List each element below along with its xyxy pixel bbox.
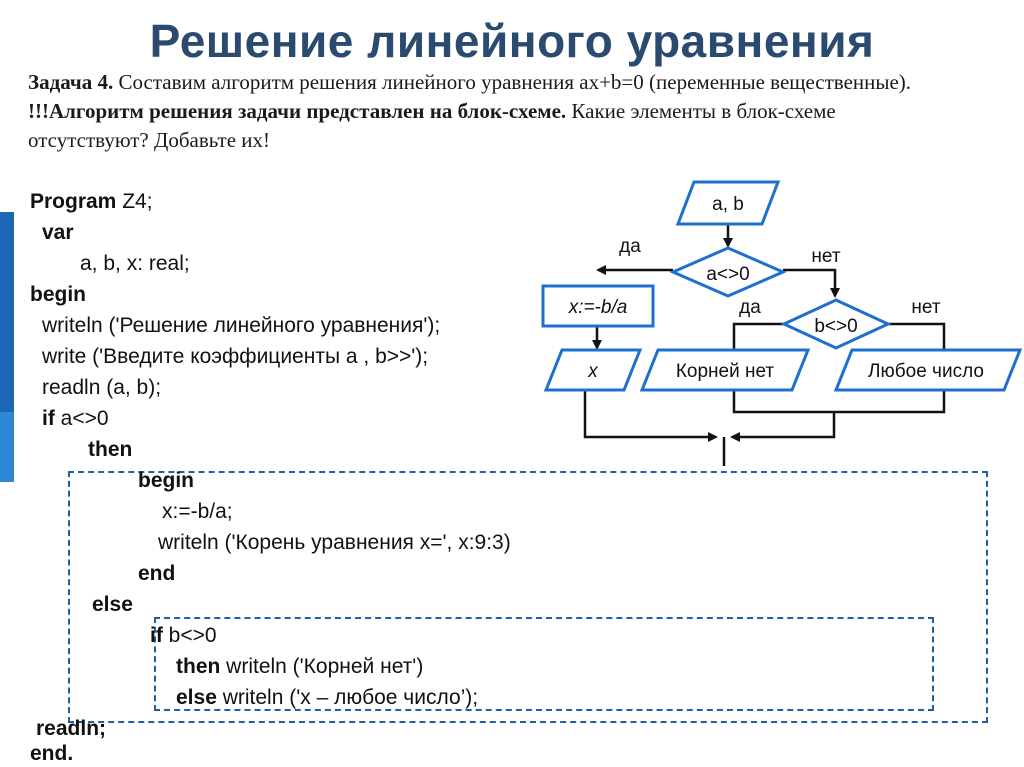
keyword-then: then: [176, 655, 221, 678]
keyword-begin: begin: [30, 283, 86, 306]
code-line-if-a: if a<>0: [42, 406, 109, 432]
cond-b-label: b<>0: [814, 316, 857, 337]
flow-line-cond-b-no: [888, 322, 946, 350]
output-noroots-parallelogram: [639, 348, 811, 392]
code-line-var: var: [42, 220, 74, 246]
code-line-then: then: [88, 437, 132, 463]
code-text: Z4;: [116, 190, 153, 213]
task-hint-bold: !!!Алгоритм решения задачи представлен н…: [28, 99, 567, 123]
code-line-readln-end: readln;: [36, 716, 106, 742]
code-line-end: end.: [30, 741, 73, 767]
output-x-parallelogram: [543, 348, 643, 392]
output-any-parallelogram: [833, 348, 1023, 392]
code-line-assign: x:=-b/a;: [162, 500, 233, 523]
code-line-program: Program Z4;: [30, 189, 153, 215]
flow-line-x-to-merge: [583, 390, 718, 442]
decision-a: [669, 246, 787, 298]
code-line-begin: begin: [30, 282, 86, 308]
page-title: Решение линейного уравнения: [149, 15, 875, 67]
flow-line-cond-a-no: [783, 268, 840, 298]
code-line-inner-begin: begin: [138, 468, 194, 494]
cond-b-no-label: нет: [911, 297, 940, 318]
code-text: b<>0: [162, 624, 217, 647]
flow-line-b-to-merge: [730, 412, 836, 442]
cond-a-no-label: нет: [811, 246, 840, 267]
task-hint: !!!Алгоритм решения задачи представлен н…: [28, 97, 958, 155]
keyword-else: else: [92, 593, 133, 616]
assign-label: x:=-b/a: [568, 297, 628, 318]
cond-a-label: a<>0: [706, 264, 749, 285]
task-description: Задача 4. Составим алгоритм решения лине…: [28, 68, 968, 155]
decision-b: [780, 298, 892, 350]
code-line-write-prompt: write ('Введите коэффициенты a , b>>');: [42, 345, 429, 368]
code-line-writeln-root: writeln ('Корень уравнения х=', x:9:3): [158, 531, 511, 554]
output-any-label: Любое число: [868, 361, 984, 382]
keyword-var: var: [42, 221, 74, 244]
task-hint-rest: Какие элементы в блок-схеме отсутствуют?…: [28, 99, 836, 152]
code-text: writeln ('x – любое число’);: [216, 686, 479, 709]
code-line-else: else: [92, 592, 133, 618]
keyword-begin: begin: [138, 469, 194, 492]
keyword-program: Program: [30, 190, 117, 213]
code-line-writeln-title: writeln ('Решение линейного уравнения');: [42, 314, 441, 337]
cond-a-yes-label: да: [619, 236, 641, 257]
else-branch-dashed-box: [154, 617, 934, 711]
flow-line-b-merge: [732, 390, 946, 414]
code-line-readln: readln (a, b);: [42, 376, 162, 399]
code-line-inner-end: end: [138, 561, 175, 587]
task-label: Задача 4.: [28, 70, 114, 94]
flow-line-cond-b-yes: [732, 322, 784, 350]
code-line-else-any: else writeln ('x – любое число’);: [176, 685, 478, 711]
code-text: writeln ('Корней нет'): [220, 655, 424, 678]
task-text: Составим алгоритм решения линейного урав…: [113, 70, 912, 94]
task-statement: Задача 4. Составим алгоритм решения лине…: [28, 68, 968, 97]
assign-process-box: [541, 284, 655, 328]
keyword-else: else: [176, 686, 217, 709]
code-line-then-noroots: then writeln ('Корней нет'): [176, 654, 423, 680]
keyword-readln: readln;: [36, 717, 107, 740]
keyword-then: then: [88, 438, 133, 461]
output-x-label: x: [587, 361, 599, 382]
cond-b-yes-label: да: [739, 297, 761, 318]
code-text: a<>0: [54, 407, 109, 430]
side-accent-bar-top: [0, 212, 14, 412]
code-line-declarations: a, b, x: real;: [80, 252, 190, 275]
input-ab-label: a, b: [712, 194, 744, 215]
keyword-if: if: [42, 407, 55, 430]
code-line-if-b: if b<>0: [150, 623, 217, 649]
side-accent-bar-bottom: [0, 412, 14, 482]
keyword-end: end.: [30, 742, 74, 765]
then-branch-dashed-box: [68, 471, 988, 723]
output-noroots-label: Корней нет: [676, 361, 775, 382]
keyword-end: end: [138, 562, 176, 585]
input-parallelogram: [675, 180, 781, 226]
keyword-if: if: [150, 624, 163, 647]
